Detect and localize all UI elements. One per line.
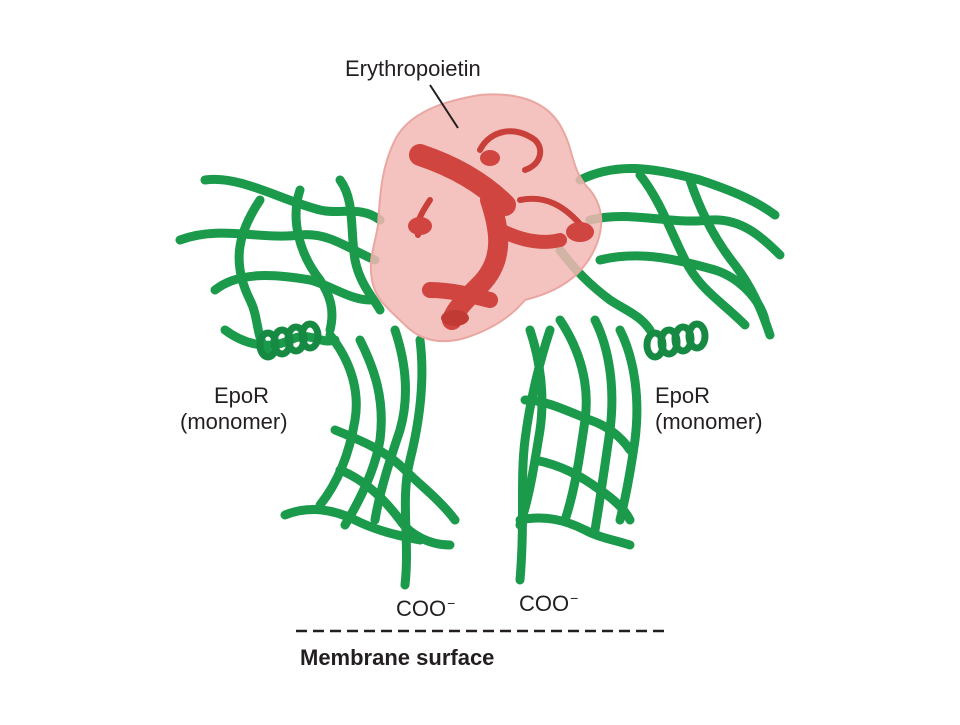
epor-left-helix xyxy=(256,320,322,361)
epor-right-qualifier: (monomer) xyxy=(655,409,763,434)
membrane-surface-label: Membrane surface xyxy=(300,645,495,670)
epor-left-name: EpoR xyxy=(214,383,270,408)
coo-right-label: COO− xyxy=(519,590,579,619)
epor-left-monomer xyxy=(175,174,460,590)
coo-right-text: COO xyxy=(519,591,570,616)
epor-left-label: EpoR (monomer) xyxy=(180,383,288,435)
epor-left-qualifier: (monomer) xyxy=(180,409,288,434)
coo-left-text: COO xyxy=(396,596,447,621)
coo-right-charge: − xyxy=(570,590,579,606)
epor-right-name: EpoR xyxy=(655,383,711,408)
erythropoietin-label: Erythropoietin xyxy=(345,56,481,81)
epor-right-helix xyxy=(643,320,709,361)
coo-left-charge: − xyxy=(447,595,456,611)
erythropoietin-leader-line xyxy=(429,84,459,129)
coo-left-label: COO− xyxy=(396,595,456,624)
epor-right-label: EpoR (monomer) xyxy=(655,383,763,435)
erythropoietin-ribbon xyxy=(408,128,594,330)
